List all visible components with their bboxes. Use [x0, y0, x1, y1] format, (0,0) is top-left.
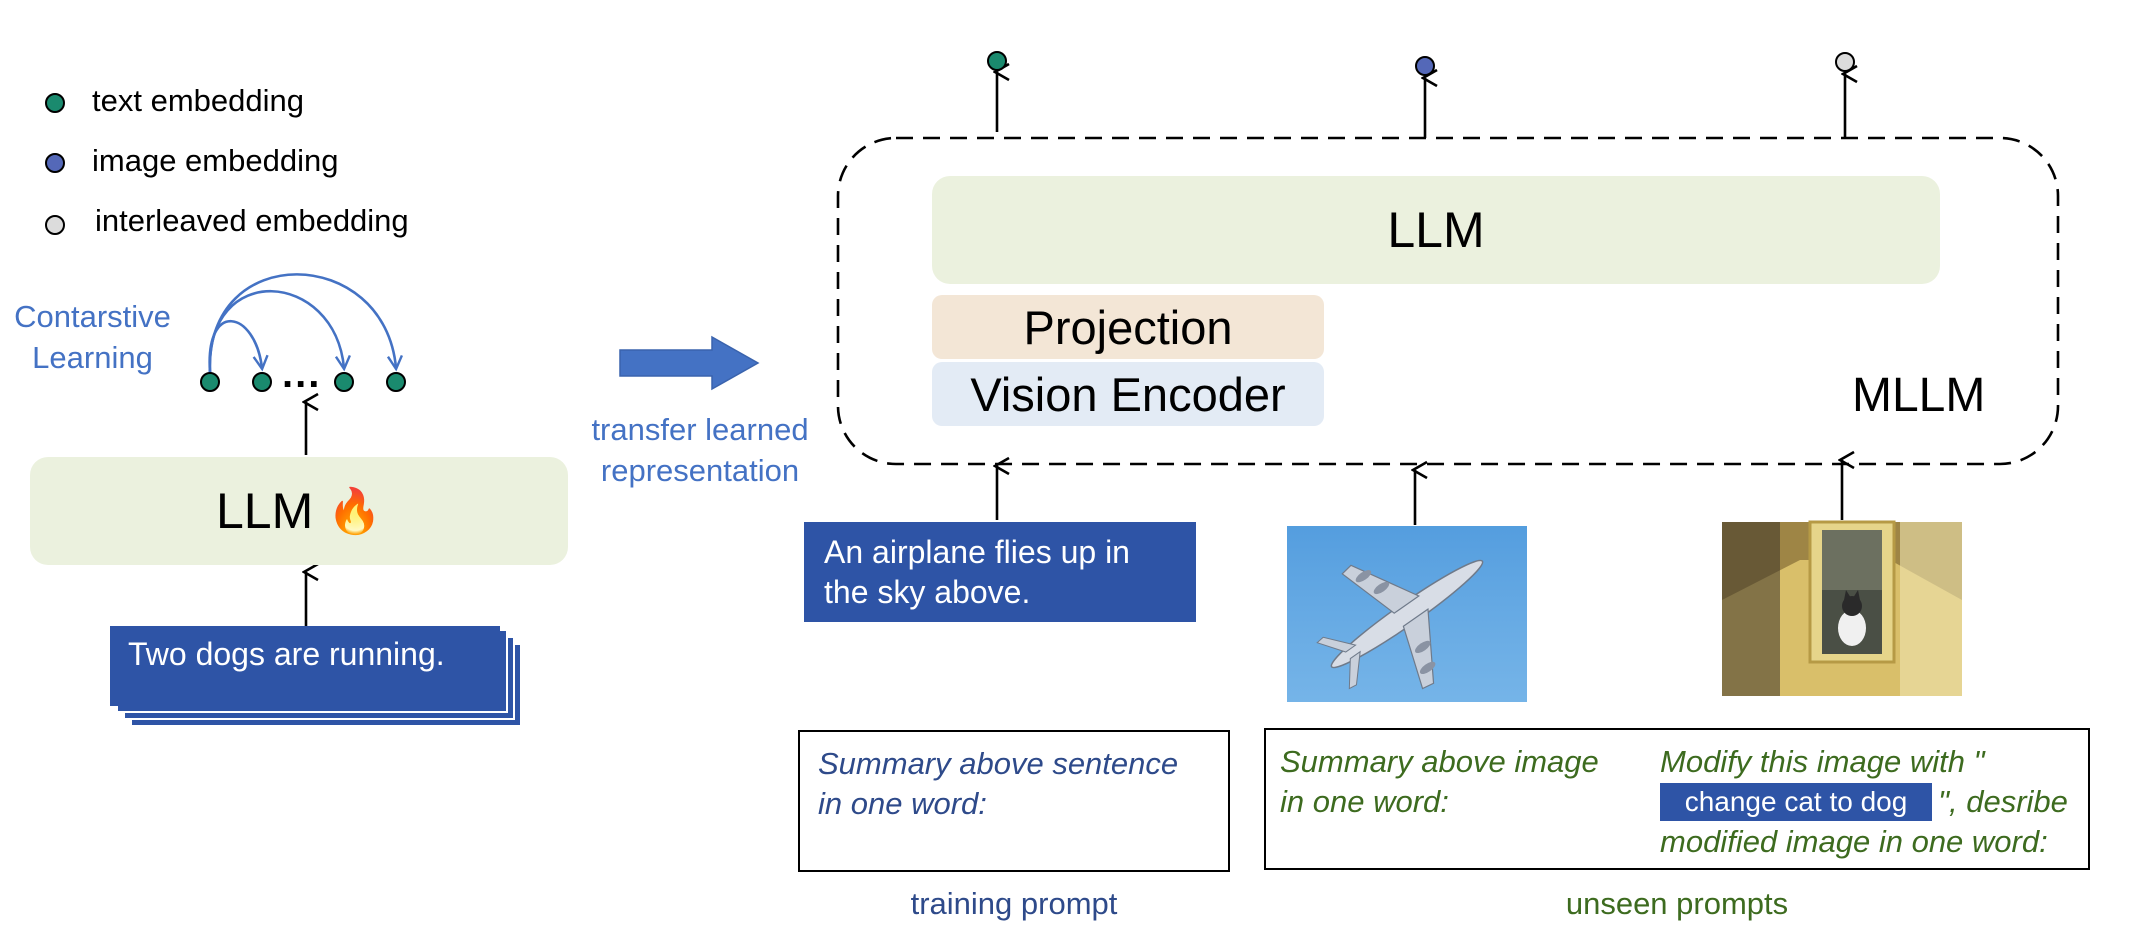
- unseen-modify-line2: change cat to dog ", desribe: [1660, 782, 2068, 822]
- contrastive-dot-4: [386, 372, 406, 392]
- projection-box: Projection: [932, 295, 1324, 359]
- output-image-embedding-dot: [1415, 56, 1435, 76]
- unseen-modify-prefix: Modify this image with ": [1660, 744, 1985, 779]
- left-llm-box: LLM 🔥: [30, 457, 568, 565]
- training-prompt-box: Summary above sentence in one word:: [798, 730, 1230, 872]
- legend-image-embedding-label: image embedding: [92, 143, 339, 178]
- transfer-arrow: [619, 335, 760, 391]
- left-llm-label: LLM: [215, 483, 314, 539]
- unseen-modify-last-line: modified image in one word:: [1660, 824, 2048, 859]
- unseen-modify-suffix: ", desribe: [1938, 784, 2068, 819]
- mllm-llm-box: LLM: [932, 176, 1940, 284]
- legend-text-embedding-dot: [45, 93, 65, 113]
- mllm-dashed-container: [836, 136, 2060, 466]
- airplane-text-card: An airplane flies up in the sky above.: [804, 522, 1196, 622]
- contrastive-dot-2: [252, 372, 272, 392]
- vision-encoder-box: Vision Encoder: [932, 362, 1324, 426]
- mllm-label: MLLM: [1852, 369, 1986, 422]
- contrastive-learning-label: Contarstive Learning: [14, 299, 171, 375]
- contrastive-curves: [208, 273, 403, 373]
- instruction-highlight: change cat to dog: [1660, 783, 1932, 821]
- unseen-prompts-caption: unseen prompts: [1565, 886, 1789, 921]
- contrastive-dot-1: [200, 372, 220, 392]
- legend-interleaved-embedding-dot: [45, 215, 65, 235]
- fire-icon: 🔥: [327, 487, 383, 536]
- airplane-image: [1287, 526, 1527, 702]
- legend-image-embedding-dot: [45, 153, 65, 173]
- unseen-prompts-box: Summary above image in one word: Modify …: [1264, 728, 2090, 870]
- cat-window-image: [1722, 520, 1962, 696]
- contrastive-ellipsis: ...: [282, 352, 322, 396]
- contrastive-dot-3: [334, 372, 354, 392]
- training-prompt-text: Summary above sentence in one word:: [818, 746, 1179, 821]
- legend-interleaved-embedding-label: interleaved embedding: [95, 203, 409, 238]
- mllm-llm-label: LLM: [1387, 202, 1485, 258]
- output-text-embedding-dot: [987, 51, 1007, 71]
- output-interleaved-embedding-dot: [1835, 52, 1855, 72]
- unseen-modify-prompt: Modify this image with " change cat to d…: [1660, 742, 2068, 862]
- training-text-card: Two dogs are running.: [110, 626, 500, 706]
- unseen-image-prompt-text: Summary above image in one word:: [1280, 744, 1599, 819]
- training-prompt-caption: training prompt: [910, 886, 1118, 921]
- transfer-label: transfer learned representation: [591, 412, 809, 488]
- legend-text-embedding-label: text embedding: [92, 83, 304, 118]
